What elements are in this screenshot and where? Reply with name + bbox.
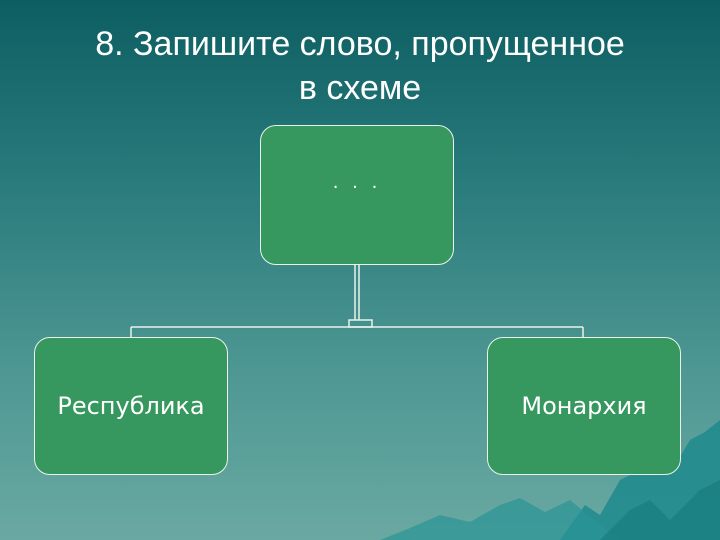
monarchy-node-label: Монархия bbox=[521, 392, 646, 420]
diagram-node-monarchy: Монархия bbox=[487, 337, 681, 475]
root-node-label: . . . bbox=[333, 172, 382, 193]
diagram-node-root: . . . bbox=[260, 125, 454, 265]
republic-node-label: Республика bbox=[57, 392, 204, 420]
connector-junction bbox=[349, 320, 372, 327]
diagram-node-republic: Республика bbox=[34, 337, 228, 475]
